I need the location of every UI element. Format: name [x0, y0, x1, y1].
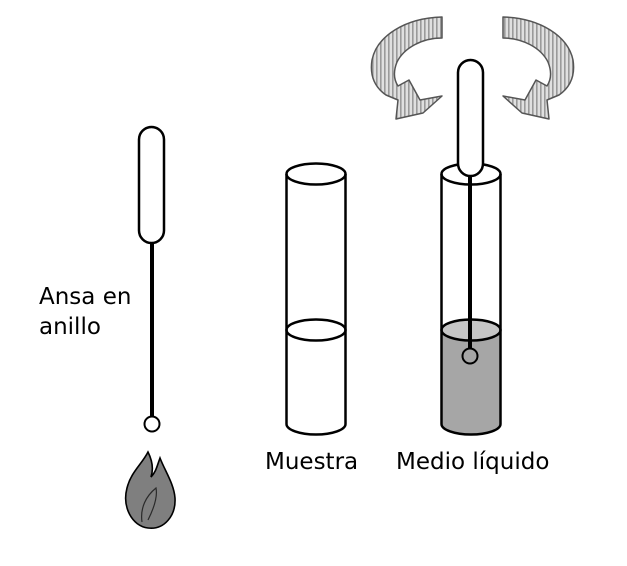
flame-body — [125, 450, 176, 529]
loop-ring — [143, 415, 161, 433]
medium-label: Medio líquido — [396, 449, 550, 475]
medium-loop-handle — [456, 58, 485, 178]
flame-icon — [125, 450, 176, 529]
rotation-arrow-left — [370, 16, 443, 120]
rotation-arrow-icon — [370, 16, 575, 120]
loop-label-line2: anillo — [39, 314, 101, 340]
loop-handle — [137, 125, 166, 245]
rotation-arrow-right — [502, 16, 575, 120]
medium-tube-body — [440, 174, 502, 436]
test-tube-icon — [440, 58, 502, 436]
sample-tube-rim — [285, 162, 347, 186]
medium-liquid-fill — [441, 330, 501, 435]
flame-inner — [141, 486, 158, 523]
loop-label-line1: Ansa en — [39, 284, 132, 310]
sample-tube-body — [285, 174, 347, 436]
sample-liquid-surface — [285, 318, 347, 342]
inoculation-loop-icon — [137, 125, 166, 433]
loop-label: Ansa en anillo — [39, 282, 131, 342]
sample-label: Muestra — [265, 449, 359, 475]
test-tube-icon — [285, 162, 347, 436]
medium-loop-ring — [461, 347, 479, 365]
